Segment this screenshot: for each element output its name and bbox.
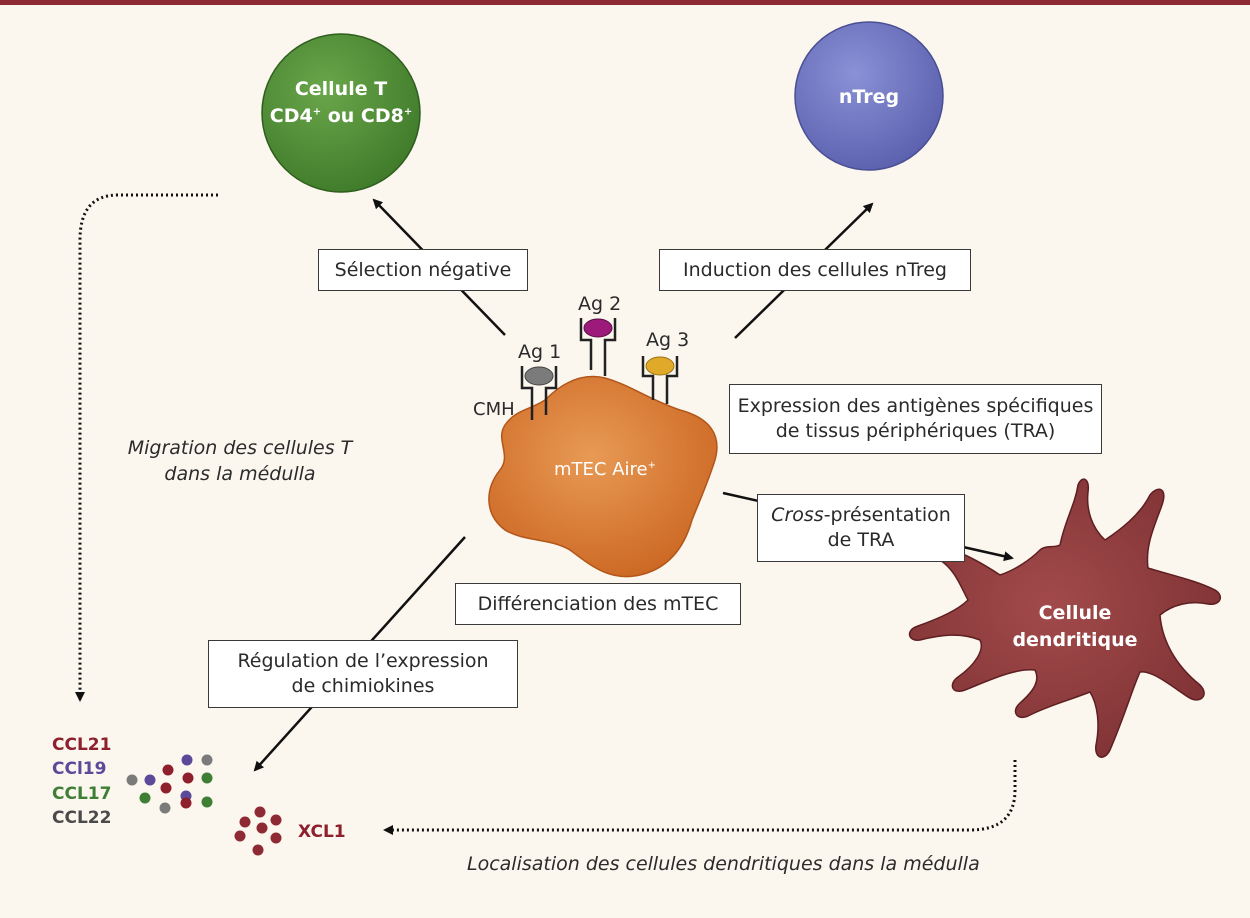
- mtec-label: mTEC Aire+: [554, 459, 656, 480]
- xcl1-dots: [234, 806, 282, 856]
- dendritic-label: Cellule dendritique: [1010, 600, 1140, 653]
- migration-annotation: Migration des cellules T dans la médulla: [127, 437, 353, 485]
- ntreg-induction-box: Induction des cellules nTreg: [659, 249, 971, 291]
- mtec-differentiation-box: Différenciation des mTEC: [455, 583, 741, 625]
- ccl22-label: CCL22: [52, 808, 112, 828]
- mhc-receptor-ag1: [520, 366, 558, 420]
- chemokine-regulation-box: Régulation de l’expression de chimiokine…: [208, 640, 518, 708]
- t-cell-label-line1: Cellule T: [294, 78, 388, 100]
- mhc-receptor-ag3: [641, 356, 679, 404]
- antigen-ag1-marker: [524, 366, 554, 386]
- dendritic-label-line2: dendritique: [1012, 628, 1138, 651]
- dc-localisation-annotation: Localisation des cellules dendritiques d…: [467, 853, 980, 875]
- antigen-ag3-marker: [645, 356, 675, 376]
- ntreg-circle: [794, 21, 944, 171]
- top-accent-bar: [0, 0, 1250, 5]
- ag2-label: Ag 2: [578, 293, 622, 315]
- antigen-ag2-marker: [583, 318, 613, 338]
- ccl17-label: CCL17: [52, 784, 112, 804]
- ag3-label: Ag 3: [646, 329, 690, 351]
- ag1-label: Ag 1: [518, 341, 562, 363]
- chemokine-dots: [126, 754, 213, 814]
- mtec-cell-shape: [488, 375, 718, 578]
- t-cell-label-line2: CD4+ ou CD8+: [269, 104, 413, 127]
- ntreg-label: nTreg: [838, 86, 900, 108]
- dotted-migration-arrow: [75, 193, 218, 702]
- ccl19-label: CCl19: [52, 759, 107, 779]
- dotted-localisation-arrow: [383, 760, 1017, 835]
- xcl1-label: XCL1: [298, 822, 346, 842]
- negative-selection-box: Sélection négative: [318, 249, 528, 291]
- cmh-label: CMH: [473, 399, 515, 420]
- t-cell-label: Cellule T CD4+ ou CD8+: [262, 76, 420, 129]
- cross-presentation-box: Cross-présentation de TRA: [757, 494, 965, 562]
- t-cell-circle: [261, 33, 421, 193]
- ccl21-label: CCL21: [52, 735, 112, 755]
- dendritic-label-line1: Cellule: [1038, 602, 1112, 624]
- tra-expression-box: Expression des antigènes spécifiques de …: [729, 384, 1102, 454]
- dendritic-cell-shape: [908, 478, 1222, 758]
- mhc-receptor-ag2: [579, 318, 617, 376]
